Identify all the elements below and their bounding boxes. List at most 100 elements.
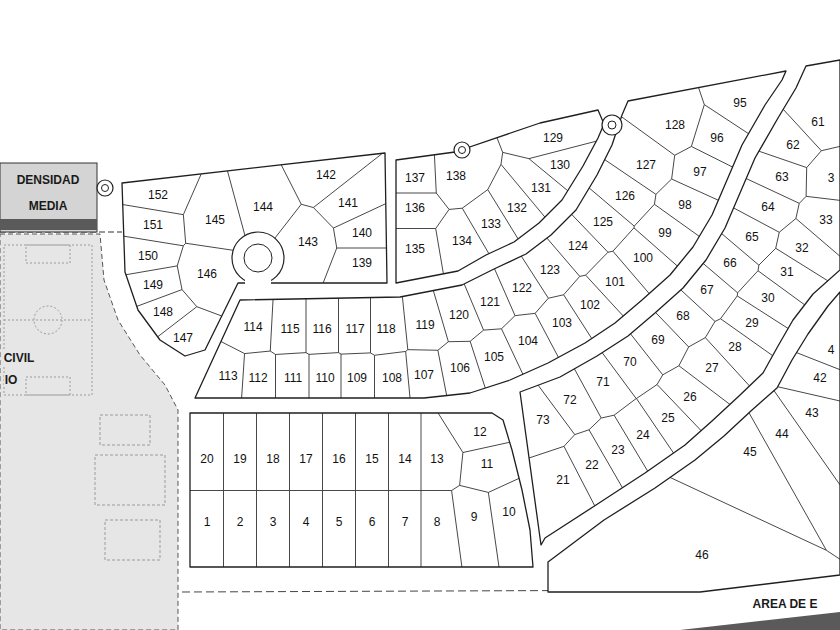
lot-number: 72 — [562, 393, 577, 407]
lot-number: 107 — [413, 368, 435, 382]
zone-label: CIVIL — [3, 351, 36, 365]
lot-number: 115 — [279, 322, 300, 336]
lot-number: 147 — [172, 331, 194, 345]
zone-label: AREA DE E — [752, 597, 819, 611]
lot-number: 70 — [622, 355, 637, 369]
lot-number: 145 — [204, 213, 226, 227]
block-outline — [520, 60, 840, 545]
lot-number: 131 — [530, 181, 552, 195]
lot-number: 126 — [614, 189, 636, 203]
building-outline — [95, 455, 165, 505]
lot-number: 20 — [199, 452, 214, 466]
lot-number: 121 — [479, 295, 501, 309]
reserve-area-band — [680, 612, 840, 630]
lot-number: 108 — [381, 371, 403, 385]
lot-number: 134 — [451, 234, 473, 248]
lot-number: 23 — [610, 443, 625, 457]
lot-number: 132 — [506, 201, 528, 215]
roundabout-island — [102, 185, 109, 192]
lot-number: 8 — [433, 515, 442, 529]
lot-boundary — [62, 93, 447, 416]
lot-number: 102 — [579, 298, 601, 312]
lot-number: 26 — [682, 390, 697, 404]
lot-number: 139 — [351, 256, 373, 270]
roundabout-island — [244, 244, 272, 272]
lot-number: 12 — [472, 425, 487, 439]
lot-number: 113 — [217, 369, 238, 383]
lot-number: 138 — [445, 169, 467, 183]
lot-number: 29 — [744, 316, 759, 330]
lot-number: 66 — [722, 256, 737, 270]
field-circle — [34, 306, 62, 334]
zone-label: DENSIDAD — [16, 173, 81, 187]
lot-number: 43 — [804, 406, 819, 420]
lot-number: 6 — [368, 515, 377, 529]
lot-number: 14 — [397, 452, 412, 466]
lot-number: 4 — [827, 343, 836, 357]
lot-number: 140 — [351, 226, 373, 240]
lot-number: 150 — [137, 249, 159, 263]
lot-number: 24 — [635, 428, 650, 442]
lot-number: 3 — [827, 171, 836, 185]
lot-number: 64 — [760, 200, 775, 214]
lot-number: 18 — [265, 452, 280, 466]
lot-number: 98 — [677, 198, 692, 212]
cul-de-sac-mouth — [245, 276, 271, 288]
lot-number: 4 — [302, 515, 311, 529]
lot-number: 111 — [283, 371, 303, 385]
sports-field — [4, 245, 92, 395]
lot-number: 114 — [242, 320, 263, 334]
lot-number: 46 — [694, 548, 709, 562]
lot-number: 65 — [744, 230, 759, 244]
lot-number: 10 — [501, 505, 516, 519]
lot-number: 101 — [604, 275, 626, 289]
lot-number: 19 — [232, 452, 247, 466]
lot-number: 123 — [539, 263, 561, 277]
lot-number: 122 — [511, 281, 533, 295]
lot-boundary — [135, 11, 840, 458]
density-zone — [0, 163, 97, 232]
lot-number: 110 — [314, 371, 335, 385]
goal-box — [26, 245, 70, 263]
lot-number: 45 — [742, 445, 757, 459]
lot-number: 7 — [401, 515, 410, 529]
lot-number: 104 — [517, 334, 539, 348]
zone-label: MEDIA — [28, 199, 69, 213]
roundabout-island — [608, 121, 616, 129]
lot-number: 15 — [364, 452, 379, 466]
lot-layer — [62, 0, 840, 627]
lot-number: 16 — [331, 452, 346, 466]
lot-number: 69 — [650, 333, 665, 347]
block-fill — [122, 153, 387, 356]
lot-number: 146 — [196, 267, 218, 281]
building-outline — [100, 415, 150, 445]
lot-number: 32 — [794, 241, 809, 255]
lot-number: 67 — [699, 283, 714, 297]
lot-number: 68 — [675, 309, 690, 323]
lot-number: 42 — [812, 371, 827, 385]
lot-number: 3 — [269, 515, 278, 529]
lot-number: 100 — [632, 251, 654, 265]
lot-number: 5 — [335, 515, 344, 529]
lot-number: 148 — [152, 305, 174, 319]
lot-number: 99 — [657, 226, 672, 240]
lot-number: 11 — [480, 457, 494, 471]
lot-number: 71 — [595, 375, 610, 389]
lot-number: 118 — [375, 322, 396, 336]
density-band — [0, 219, 97, 230]
lot-number: 22 — [584, 458, 599, 472]
lot-number: 127 — [635, 158, 657, 172]
lot-number: 62 — [785, 138, 800, 152]
lot-number: 149 — [142, 278, 164, 292]
lot-number: 141 — [337, 196, 359, 210]
lot-number: 2 — [236, 515, 245, 529]
lot-number: 96 — [709, 131, 724, 145]
zone-label: IO — [4, 373, 19, 387]
lot-number: 143 — [297, 235, 319, 249]
lot-number: 152 — [147, 188, 169, 202]
lot-number: 30 — [760, 291, 775, 305]
cul-de-sac — [602, 115, 622, 135]
roundabout-island — [459, 147, 466, 154]
